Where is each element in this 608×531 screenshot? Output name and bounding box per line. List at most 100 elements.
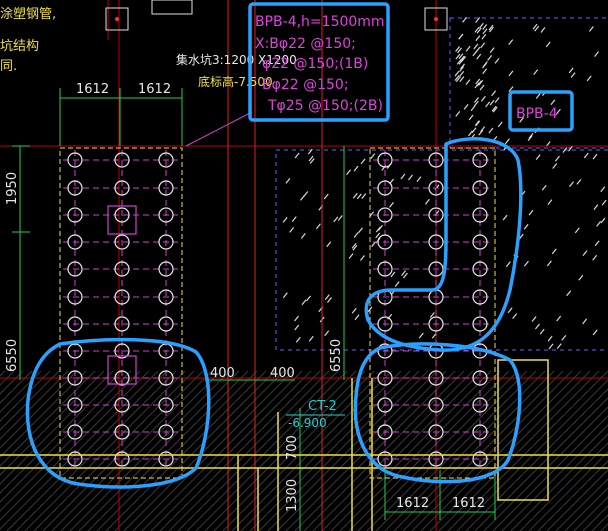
annotation-circle-right bbox=[353, 342, 522, 484]
left-pile-13 bbox=[114, 261, 130, 277]
right-pile-2 bbox=[472, 152, 488, 168]
left-pile-32 bbox=[158, 424, 174, 440]
right-pile-14 bbox=[472, 261, 488, 277]
top-markers bbox=[105, 0, 448, 31]
right-pile-35 bbox=[472, 451, 488, 467]
callout-line-2: X:Bφ22 @150; bbox=[255, 36, 356, 52]
right-pile-18 bbox=[377, 316, 393, 332]
dim-left-side-bottom: 6550 bbox=[5, 339, 20, 372]
right-pile-24 bbox=[377, 370, 393, 386]
left-note-1: 涂塑钢管, bbox=[0, 6, 56, 22]
left-pile-8 bbox=[158, 207, 174, 223]
dim-ct-vert-a: 700 bbox=[285, 435, 300, 460]
right-pile-3 bbox=[377, 180, 393, 196]
left-pile-33 bbox=[67, 451, 83, 467]
right-pile-34 bbox=[428, 451, 444, 467]
left-pile-24 bbox=[67, 370, 83, 386]
left-pile-0 bbox=[67, 152, 83, 168]
dim-right-bottom-a: 1612 bbox=[396, 496, 429, 511]
left-pile-10 bbox=[114, 234, 130, 250]
left-pile-28 bbox=[114, 397, 130, 413]
dim-mid-a: 400 bbox=[210, 366, 235, 381]
dim-left-top-a: 1612 bbox=[76, 82, 109, 97]
right-pile-32 bbox=[472, 424, 488, 440]
left-pile-1 bbox=[114, 152, 130, 168]
annotation-circle-left bbox=[25, 337, 211, 489]
annotation-loop-right-upper bbox=[364, 137, 523, 352]
ct-elevation: -6.900 bbox=[288, 416, 327, 430]
right-pile-29 bbox=[472, 397, 488, 413]
left-pile-29 bbox=[158, 397, 174, 413]
right-pile-8 bbox=[472, 207, 488, 223]
annotation-box-callout bbox=[248, 2, 390, 122]
left-pile-34 bbox=[114, 451, 130, 467]
left-pile-9 bbox=[67, 234, 83, 250]
right-pile-5 bbox=[472, 180, 488, 196]
left-pile-11 bbox=[158, 234, 174, 250]
left-pile-3 bbox=[67, 180, 83, 196]
left-pile-15 bbox=[67, 289, 83, 305]
left-pile-18 bbox=[67, 316, 83, 332]
left-note-3: 同. bbox=[0, 59, 17, 74]
left-pile-31 bbox=[114, 424, 130, 440]
foundation-lines bbox=[0, 359, 608, 531]
right-pile-11 bbox=[472, 234, 488, 250]
left-pile-22 bbox=[114, 343, 130, 359]
left-pile-7 bbox=[114, 207, 130, 223]
callout-line-4: Bφ22 @150; bbox=[262, 77, 349, 93]
right-pile-33 bbox=[377, 451, 393, 467]
right-pile-12 bbox=[377, 261, 393, 277]
lower-hatch-band bbox=[0, 370, 608, 531]
callout-line-1: BPB-4,h=1500mm bbox=[255, 14, 385, 30]
left-pile-6 bbox=[67, 207, 83, 223]
dim-left-top-b: 1612 bbox=[138, 82, 171, 97]
right-pile-19 bbox=[428, 316, 444, 332]
right-pile-1 bbox=[428, 152, 444, 168]
right-pile-17 bbox=[472, 289, 488, 305]
right-pile-9 bbox=[377, 234, 393, 250]
left-pile-35 bbox=[158, 451, 174, 467]
right-pile-27 bbox=[377, 397, 393, 413]
right-pile-30 bbox=[377, 424, 393, 440]
right-pile-10 bbox=[428, 234, 444, 250]
left-pile-21 bbox=[67, 343, 83, 359]
dim-right-bottom-b: 1612 bbox=[452, 496, 485, 511]
dim-mid-b: 400 bbox=[270, 366, 295, 381]
left-pile-17 bbox=[158, 289, 174, 305]
left-pile-20 bbox=[158, 316, 174, 332]
sump-label: 集水坑3:1200 X1200 bbox=[176, 52, 297, 67]
left-pile-19 bbox=[114, 316, 130, 332]
right-pile-25 bbox=[428, 370, 444, 386]
user-annotations bbox=[25, 2, 574, 489]
callout-line-3: φ22 @150;(1B) bbox=[262, 56, 368, 72]
dim-left-side-top: 1950 bbox=[5, 172, 20, 205]
dim-ct-vert-b: 1300 bbox=[285, 479, 300, 512]
right-pile-20 bbox=[472, 316, 488, 332]
right-pile-26 bbox=[472, 370, 488, 386]
right-pile-4 bbox=[428, 180, 444, 196]
left-pile-5 bbox=[158, 180, 174, 196]
pile-cap-left bbox=[59, 147, 183, 479]
left-pile-2 bbox=[158, 152, 174, 168]
slab-callout: BPB-4,h=1500mm X:Bφ22 @150; φ22 @150;(1B… bbox=[185, 14, 385, 147]
right-pile-31 bbox=[428, 424, 444, 440]
left-pile-26 bbox=[158, 370, 174, 386]
bpb-tag: BPB-4 bbox=[516, 106, 558, 122]
left-pile-4 bbox=[114, 180, 130, 196]
left-pile-16 bbox=[114, 289, 130, 305]
right-pile-0 bbox=[377, 152, 393, 168]
right-pile-6 bbox=[377, 207, 393, 223]
annotation-box-bpb bbox=[508, 90, 574, 132]
left-note-2: 坑结构 bbox=[0, 39, 39, 54]
left-pile-25 bbox=[114, 370, 130, 386]
right-pile-28 bbox=[428, 397, 444, 413]
callout-line-5: Tφ25 @150;(2B) bbox=[267, 98, 383, 114]
right-pile-7 bbox=[428, 207, 444, 223]
left-pile-14 bbox=[158, 261, 174, 277]
ct-tag: CT-2 bbox=[308, 399, 337, 414]
bottom-elevation-label: 底标高-7.500 bbox=[198, 74, 273, 89]
left-pile-12 bbox=[67, 261, 83, 277]
right-pile-21 bbox=[377, 343, 393, 359]
left-pile-27 bbox=[67, 397, 83, 413]
